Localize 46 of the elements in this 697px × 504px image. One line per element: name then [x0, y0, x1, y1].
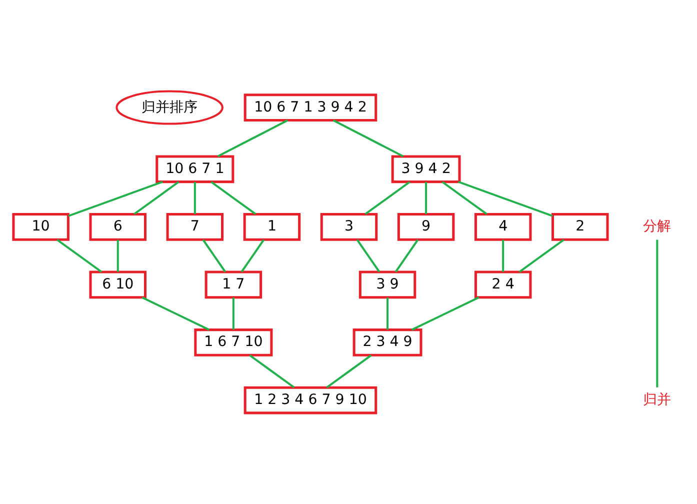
node-box: 10 6 7 1 [155, 155, 234, 184]
connector [248, 354, 294, 388]
connector [216, 119, 288, 158]
connector [356, 239, 380, 272]
connector [394, 239, 418, 272]
node-box: 9 [396, 212, 454, 241]
connector [326, 354, 372, 388]
connector [386, 298, 388, 330]
connector [364, 181, 410, 215]
node-box: 1 7 [204, 270, 262, 299]
node-box: 2 4 [474, 270, 532, 299]
node-box: 1 2 3 4 6 7 9 10 [243, 386, 377, 414]
connector [133, 181, 179, 215]
node-box: 1 6 7 10 [194, 328, 272, 356]
node-box: 6 10 [88, 270, 146, 299]
connector [458, 180, 552, 217]
connector [68, 180, 162, 217]
connector [410, 296, 479, 331]
node-box: 6 [88, 212, 146, 241]
connector [332, 119, 404, 158]
node-box: 7 [166, 212, 224, 241]
node-box: 10 [12, 212, 69, 241]
node-box: 3 9 [358, 270, 416, 299]
connector [141, 296, 210, 331]
node-box: 2 3 4 9 [352, 328, 422, 356]
connector [502, 240, 504, 272]
connector [210, 181, 256, 215]
node-box: 1 [242, 212, 300, 241]
node-text: 归并 [642, 392, 671, 408]
connector [202, 239, 226, 272]
connector [232, 298, 234, 330]
node-box: 10 6 7 1 3 9 4 2 [243, 94, 377, 122]
node-box: 4 [474, 212, 532, 241]
connector [656, 240, 658, 388]
connector [240, 239, 264, 272]
connector [441, 181, 487, 215]
node-box: 2 [551, 212, 608, 241]
connector [193, 182, 196, 214]
node-box: 3 9 4 2 [390, 155, 460, 184]
node-text: 分解 [642, 218, 671, 235]
connector [518, 238, 564, 273]
connector [56, 238, 102, 273]
connector [116, 240, 118, 272]
node-box: 3 [320, 212, 378, 241]
connector [424, 182, 427, 214]
node-ellipse: 归并排序 [115, 90, 223, 125]
